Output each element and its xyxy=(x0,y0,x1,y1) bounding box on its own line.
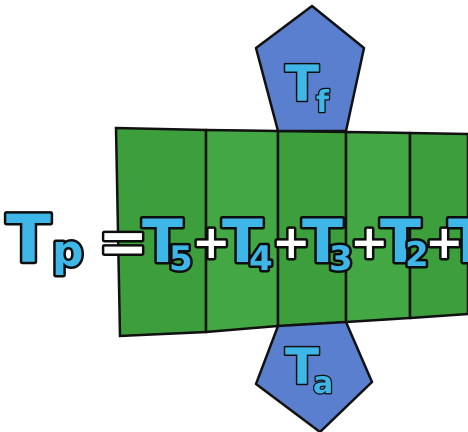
top-pentagon-label-base: T xyxy=(285,55,319,113)
surface-area-equation: T p = T 5 + T 4 + T 3 + T 2 + T xyxy=(4,199,468,282)
bottom-pentagon-label-sub: a xyxy=(313,366,333,401)
term-1-base: T xyxy=(448,207,468,277)
term-4-sub: 4 xyxy=(249,239,273,279)
plus-sign-4: + xyxy=(425,215,464,269)
term-5-sub: 5 xyxy=(169,239,193,279)
equals-sign: = xyxy=(98,207,148,277)
term-2-base: T xyxy=(380,207,421,277)
bottom-pentagon-label-base: T xyxy=(285,338,319,396)
term-5-base: T xyxy=(142,207,183,277)
term-3-sub: 3 xyxy=(329,239,353,279)
lateral-face-5 xyxy=(408,131,468,320)
plus-sign-3: + xyxy=(350,215,389,269)
total-label-sub: p xyxy=(52,226,84,277)
lateral-faces-strip xyxy=(114,126,468,338)
top-pentagon: T f xyxy=(254,4,366,133)
plus-sign-2: + xyxy=(272,215,311,269)
total-label-base: T xyxy=(6,201,51,278)
term-2-sub: 2 xyxy=(405,235,429,275)
plus-sign-1: + xyxy=(192,215,231,269)
bottom-pentagon: T a xyxy=(254,320,374,432)
term-4-base: T xyxy=(222,207,263,277)
term-3-base: T xyxy=(302,207,343,277)
top-pentagon-label-sub: f xyxy=(316,85,330,120)
